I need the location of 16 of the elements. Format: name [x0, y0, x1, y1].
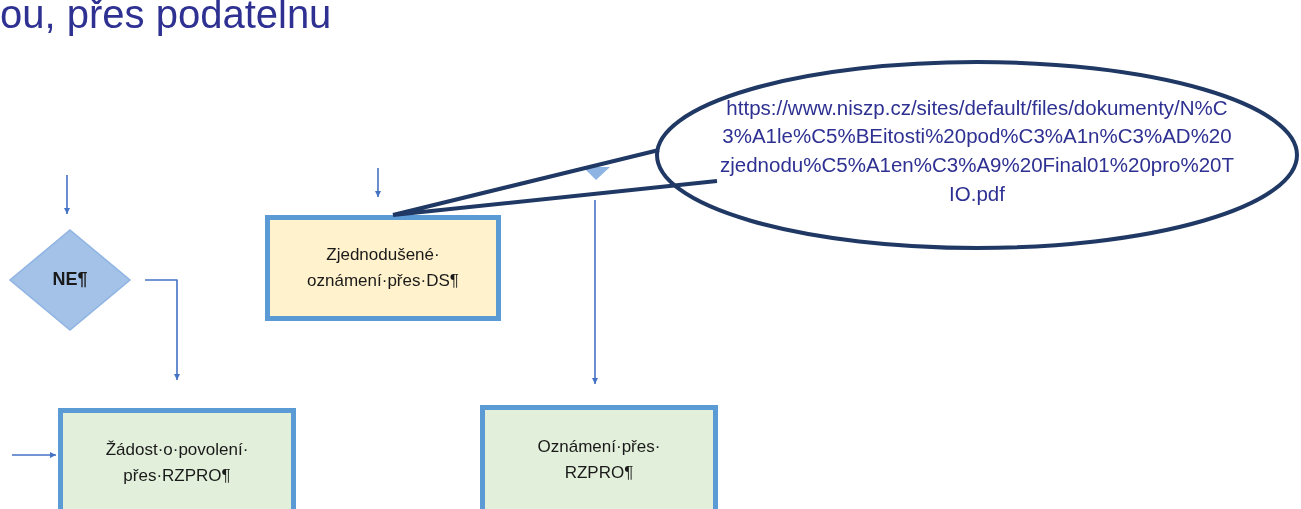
process-box	[480, 405, 718, 509]
speech-bubble	[655, 60, 1299, 250]
box-text: Žádost·o·povolení· přes·RZPRO¶	[104, 438, 250, 487]
box-text: NE¶	[52, 268, 88, 292]
arrow	[63, 174, 71, 215]
arrow	[11, 451, 57, 459]
process-box	[58, 408, 296, 509]
callout-tail	[391, 148, 719, 217]
arrow	[374, 167, 382, 198]
url-text: https://www.niszp.cz/sites/default/files/dokumenty/N%C3%A1le%C5%BEitosti%20pod%C3%A1n%C3%AD%20zjednodu%C5%A1en%C3%A9%20Final01%20pro%20TIO.pdf	[719, 94, 1235, 207]
box-text: Oznámení·přes· RZPRO¶	[536, 435, 662, 484]
arrow	[591, 199, 599, 385]
connector-arrow	[144, 279, 181, 381]
decision-diamond	[10, 230, 130, 330]
process-box	[265, 215, 501, 321]
box-text: Zjednodušené· oznámení·přes·DS¶	[306, 243, 460, 292]
